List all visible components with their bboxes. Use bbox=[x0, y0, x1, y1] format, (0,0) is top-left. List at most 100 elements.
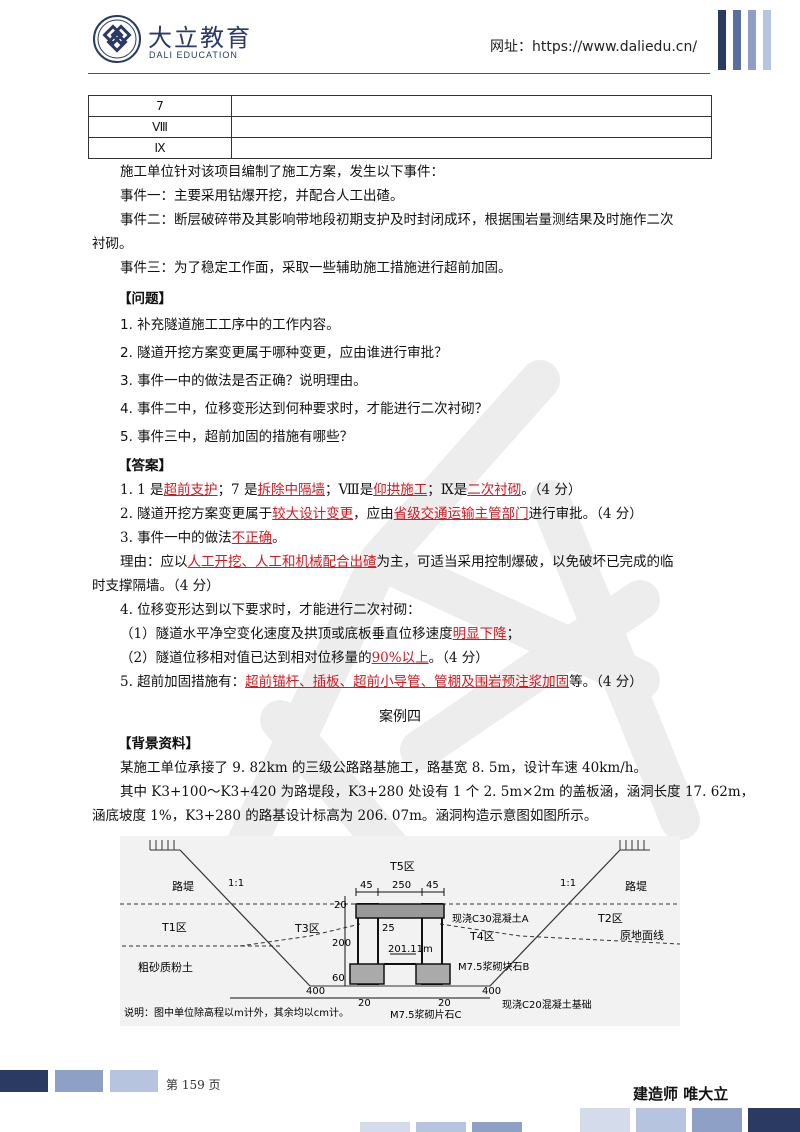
table-row: 7 bbox=[88, 95, 712, 117]
background-para: 某施工单位承接了 9. 82km 的三级公路路基施工，路基宽 8. 5m，设计车… bbox=[120, 760, 647, 776]
footer-slogan: 建造师 唯大立 bbox=[633, 1085, 729, 1103]
background-para: 其中 K3+100～K3+420 为路堤段，K3+280 处设有 1 个 2. … bbox=[120, 784, 755, 800]
text-span: 5. 超前加固措施有： bbox=[120, 674, 246, 690]
slope-label-left: 1:1 bbox=[228, 878, 244, 889]
elevation-label: 201.11m bbox=[388, 944, 433, 955]
zone-t2: T2区 bbox=[597, 912, 623, 925]
soil-label: 粗砂质粉土 bbox=[138, 961, 193, 974]
zone-t3: T3区 bbox=[294, 922, 320, 935]
answer-highlight: 人工开挖、人工和机械配合出碴 bbox=[187, 554, 377, 570]
text-span: 。 bbox=[272, 530, 286, 546]
text-span: 3. 事件一中的做法 bbox=[120, 530, 232, 546]
text-span: 1. 1 是 bbox=[120, 482, 164, 498]
decor-stripe bbox=[733, 10, 741, 70]
zone-t4: T4区 bbox=[469, 930, 495, 943]
footer-block bbox=[360, 1122, 410, 1132]
text-span: 理由：应以 bbox=[120, 554, 188, 570]
table-cell-label: Ⅸ bbox=[88, 137, 232, 159]
question-item: 1. 补充隧道施工工序中的工作内容。 bbox=[120, 317, 340, 333]
table-cell-label: 7 bbox=[88, 95, 232, 117]
answer-highlight: 明显下降 bbox=[452, 626, 507, 642]
table-cell-label: Ⅷ bbox=[88, 116, 232, 138]
slope-right bbox=[489, 849, 621, 987]
table-cell-value bbox=[231, 95, 712, 117]
text-span: 等。（4 分） bbox=[569, 674, 643, 690]
dim-label: 45 bbox=[426, 880, 439, 891]
answer-5: 5. 超前加固措施有：超前锚杆、插板、超前小导管、管棚及围岩预注浆加固等。（4 … bbox=[92, 672, 712, 692]
text-span: ；Ⅸ是 bbox=[427, 482, 468, 498]
footer-block bbox=[580, 1108, 630, 1132]
procedure-table: 7 Ⅷ Ⅸ bbox=[88, 95, 712, 159]
answer-highlight: 仰拱施工 bbox=[373, 482, 428, 498]
material-label-a: 现浇C30混凝土A bbox=[452, 912, 529, 925]
footer-block bbox=[0, 1070, 48, 1092]
brand-name: 大立教育 bbox=[148, 24, 252, 52]
text-span: （2）隧道位移相对值已达到相对位移量的 bbox=[120, 650, 372, 666]
answer-4-1: （1）隧道水平净空变化速度及拱顶或底板垂直位移速度明显下降； bbox=[92, 624, 712, 644]
slope-label-right: 1:1 bbox=[560, 878, 576, 889]
dali-logo-icon bbox=[93, 15, 141, 63]
decor-stripe bbox=[763, 10, 771, 70]
decor-stripe bbox=[748, 10, 756, 70]
table-row: Ⅷ bbox=[88, 116, 712, 138]
text-span: （1）隧道水平净空变化速度及拱顶或底板垂直位移速度 bbox=[120, 626, 453, 642]
text-span: 。（4 分） bbox=[521, 482, 582, 498]
website-url[interactable]: 网址：https://www.daliedu.cn/ bbox=[490, 39, 698, 55]
text-span: 。（4 分） bbox=[428, 650, 489, 666]
decor-stripe bbox=[718, 10, 726, 70]
answer-3-reason: 理由：应以人工开挖、人工和机械配合出碴为主，可适当采用控制爆破，以免破坏已完成的… bbox=[92, 552, 712, 572]
page-number: 第 159 页 bbox=[166, 1078, 221, 1092]
footing-right bbox=[415, 963, 451, 985]
culvert-diagram: T5区 T1区 T2区 T3区 T4区 路堤 路堤 1:1 1:1 粗砂质粉土 … bbox=[120, 836, 680, 1026]
original-ground-right bbox=[439, 923, 680, 945]
dim-label: 25 bbox=[382, 923, 395, 934]
table-row: Ⅸ bbox=[88, 137, 712, 159]
text-span: 2. 隧道开挖方案变更属于 bbox=[120, 506, 273, 522]
case-title: 案例四 bbox=[379, 709, 421, 725]
answer-highlight: 省级交通运输主管部门 bbox=[393, 506, 529, 522]
dim-label: 200 bbox=[332, 938, 351, 949]
answer-highlight: 拆除中隔墙 bbox=[257, 482, 325, 498]
dim-label: 60 bbox=[332, 973, 345, 984]
footer-block bbox=[692, 1108, 742, 1132]
answer-highlight: 超前锚杆、插板、超前小导管、管棚及围岩预注浆加固 bbox=[245, 674, 570, 690]
fill-line-mid-left bbox=[239, 923, 361, 947]
question-item: 3. 事件一中的做法是否正确？说明理由。 bbox=[120, 373, 367, 389]
background-para: 涵底坡度 1%，K3+280 的路基设计标高为 206. 07m。涵洞构造示意图… bbox=[92, 808, 598, 824]
text-span: ，应由 bbox=[353, 506, 394, 522]
footing-left bbox=[349, 963, 385, 985]
footer-block bbox=[110, 1070, 158, 1092]
figure-note: 说明：图中单位除高程以m计外，其余均以cm计。 bbox=[124, 1006, 349, 1019]
answer-3: 3. 事件一中的做法不正确。 bbox=[92, 528, 712, 548]
question-item: 5. 事件三中，超前加固的措施有哪些？ bbox=[120, 429, 354, 445]
answer-highlight: 90%以上 bbox=[371, 650, 429, 666]
event-2-cont: 衬砌。 bbox=[92, 236, 133, 252]
event-3: 事件三：为了稳定工作面，采取一些辅助施工措施进行超前加固。 bbox=[120, 260, 512, 276]
dim-label: 45 bbox=[360, 880, 373, 891]
text-span: 为主，可适当采用控制爆破，以免破坏已完成的临 bbox=[376, 554, 674, 570]
table-cell-value bbox=[231, 137, 712, 159]
dim-label: 400 bbox=[306, 986, 325, 997]
background-heading: 【背景资料】 bbox=[118, 736, 199, 752]
material-label-base: 现浇C20混凝土基础 bbox=[502, 998, 592, 1011]
answers-heading: 【答案】 bbox=[118, 458, 172, 474]
ground-line-label: 原地面线 bbox=[620, 928, 664, 942]
cover-slab bbox=[355, 903, 445, 919]
footer-block bbox=[55, 1070, 103, 1092]
dim-label: 20 bbox=[438, 998, 451, 1009]
embankment-label-left: 路堤 bbox=[172, 880, 194, 893]
dim-label: 20 bbox=[358, 998, 371, 1009]
material-label-c: M7.5浆砌片石C bbox=[390, 1008, 462, 1021]
dim-label: 250 bbox=[392, 880, 411, 891]
ground-hatch bbox=[149, 840, 645, 850]
text-span: 进行审批。（4 分） bbox=[528, 506, 643, 522]
zone-t5: T5区 bbox=[389, 860, 415, 873]
material-label-b: M7.5浆砌块石B bbox=[458, 960, 530, 973]
dim-label: 20 bbox=[334, 900, 347, 911]
events-intro: 施工单位针对该项目编制了施工方案，发生以下事件： bbox=[120, 164, 444, 180]
header-divider bbox=[88, 73, 710, 74]
answer-3-reason-cont: 时支撑隔墙。（4 分） bbox=[92, 578, 220, 594]
footer-block bbox=[416, 1122, 466, 1132]
text-span: ； bbox=[506, 626, 521, 642]
embankment-label-right: 路堤 bbox=[625, 880, 647, 893]
